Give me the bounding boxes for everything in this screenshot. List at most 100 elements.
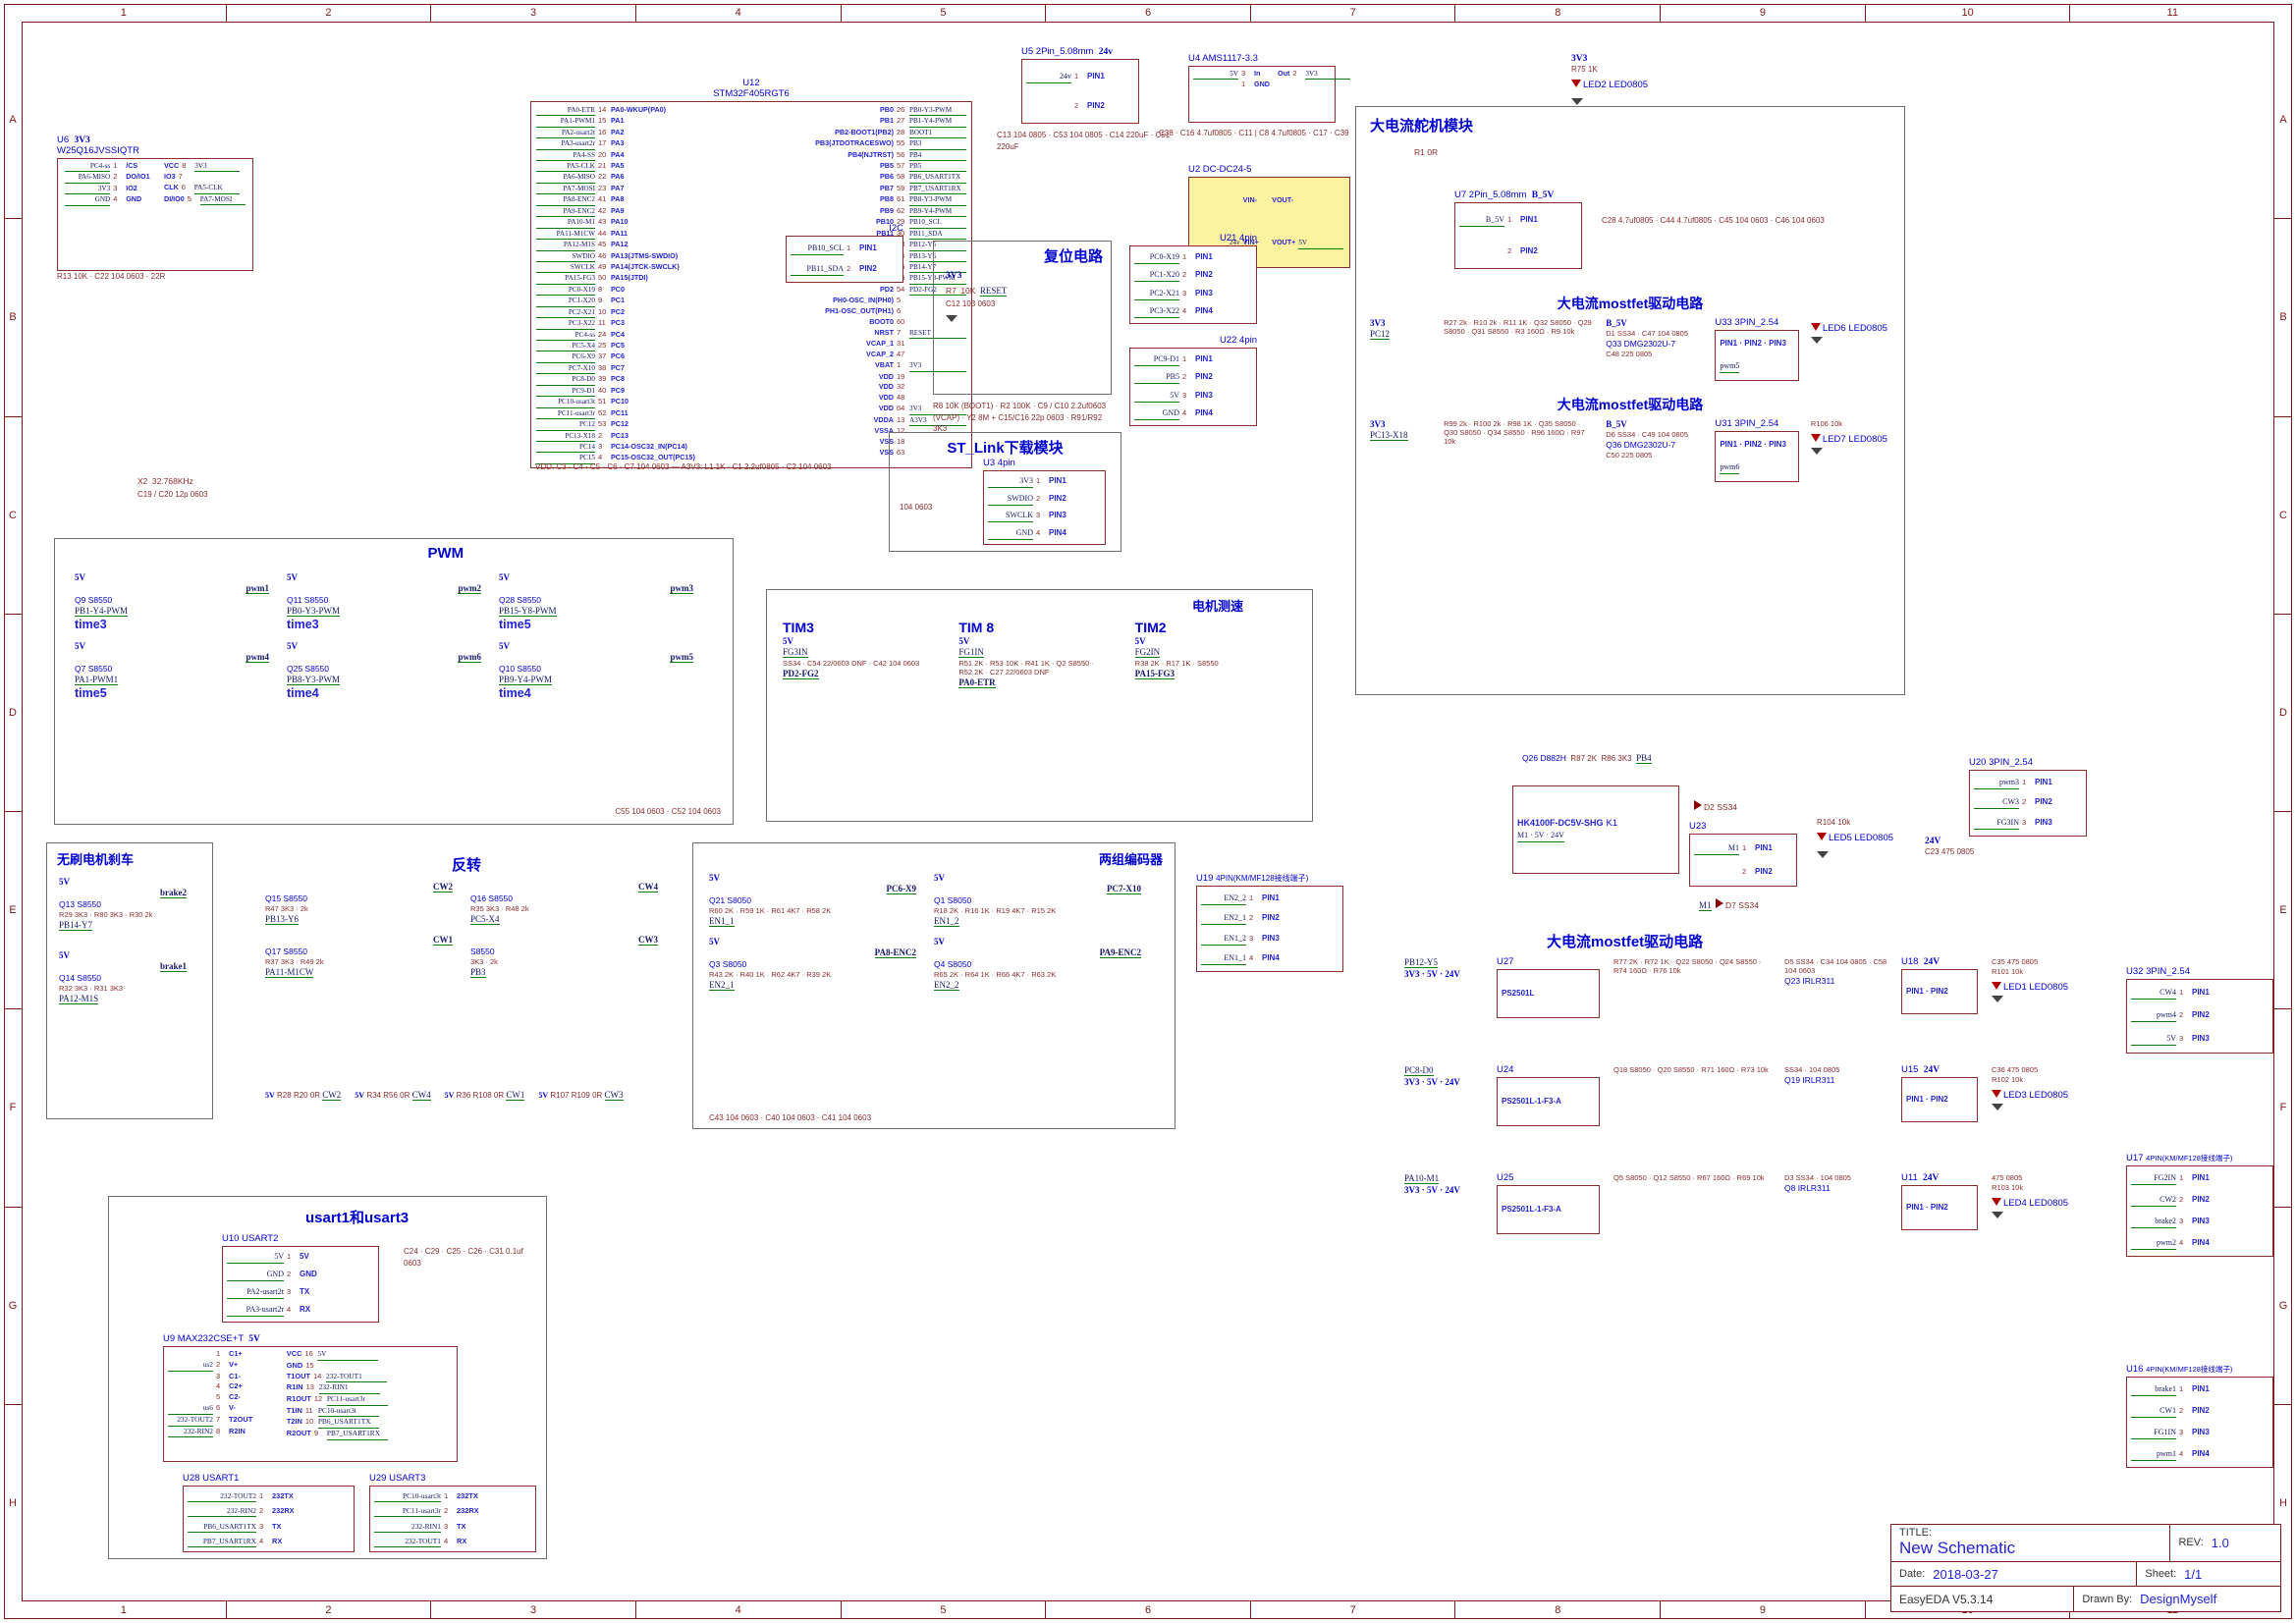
pwm-stage[interactable]: 5V pwm6 Q25 S8550 PB8-Y3-PWM time4 — [287, 641, 481, 700]
mosfet-driver-card[interactable]: PA10-M1 3V3 · 5V · 24V U25 PS2501L-1-F3-… — [1404, 1172, 2082, 1234]
cw-pullup[interactable]: 5V R34 R56 0R CW4 — [355, 1090, 431, 1101]
cap-c23-group[interactable]: 24V C23 475 0805 — [1925, 837, 1974, 857]
driver-connector[interactable]: U18 24V PIN1 · PIN2 — [1901, 956, 1978, 1014]
encoder-stage[interactable]: 5V PA9-ENC2 Q4 S8050 R65 2K · R64 1K · R… — [934, 937, 1141, 991]
pin-row[interactable]: VOUT- — [1272, 195, 1343, 205]
driver-connector[interactable]: U33 3PIN_2.54 PIN1 · PIN2 · PIN3 pwm5 — [1715, 317, 1799, 381]
mosfet-driver-card[interactable]: PB12-Y5 3V3 · 5V · 24V U27 PS2501L R77 2… — [1404, 956, 2082, 1018]
pin-row[interactable]: VIN- — [1195, 195, 1259, 205]
tim-card[interactable]: TIM3 5V FG3IN SS34 · C54 22/0603 DNF · C… — [783, 620, 941, 688]
diode-d7[interactable]: M1 D7 SS34 — [1699, 895, 1759, 913]
reset-parts[interactable]: 3V3 R7 10K RESET C12 103 0603 — [946, 271, 1008, 327]
cw-pullup[interactable]: 5V R28 R20 0R CW2 — [265, 1090, 342, 1101]
schematic-title[interactable]: New Schematic — [1899, 1539, 2016, 1558]
mosfet-driver-card[interactable]: PC8-D0 3V3 · 5V · 24V U24 PS2501L-1-F3-A… — [1404, 1064, 2082, 1126]
reverse-stage[interactable]: CW1 Q17 S8550 R37 3K3 · R49 2k PA11-M1CW — [265, 935, 453, 978]
mosfet-driver-card[interactable]: 大电流mostfet驱动电路 3V3 PC13-X18 R99 2k · R10… — [1370, 395, 1890, 482]
encoder-stage[interactable]: 5V PA8-ENC2 Q3 S8050 R43 2K · R40 1K · R… — [709, 937, 916, 991]
reverse-stage[interactable]: CW4 Q16 S8550 R35 3K3 · R48 2k PC5-X4 — [470, 882, 658, 925]
led2-group[interactable]: 3V3 R75 1K LED2 LED0805 — [1571, 54, 1648, 110]
rev-value[interactable]: 1.0 — [2211, 1535, 2229, 1550]
mosfet-driver-card[interactable]: 大电流mostfet驱动电路 3V3 PC12 R27 2k · R10 2k … — [1370, 294, 1890, 381]
pin-row[interactable]: PH1-OSC_OUT(PH1)6 — [756, 306, 966, 317]
cw-pullup[interactable]: 5V R36 R108 0R CW1 — [445, 1090, 525, 1101]
encoder-stage[interactable]: 5V PC7-X10 Q1 S8050 R18 2K · R16 1K · R1… — [934, 873, 1141, 927]
reverse-stage[interactable]: CW2 Q15 S8550 R47 3K3 · 2k PB13-Y6 — [265, 882, 453, 925]
